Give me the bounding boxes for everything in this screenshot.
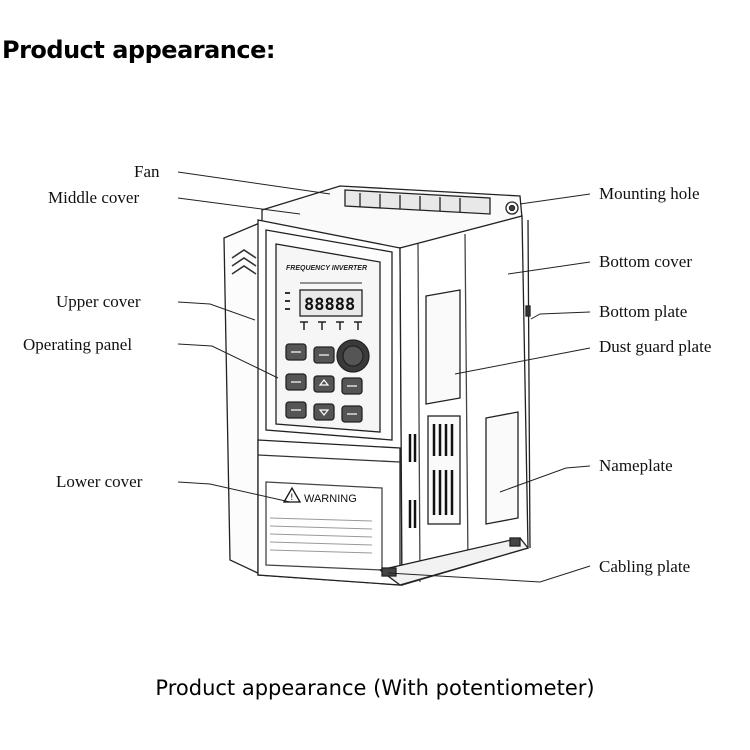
warning-triangle-icon: [282, 486, 302, 503]
label-bottom-cover: Bottom cover: [599, 252, 693, 271]
label-upper-cover: Upper cover: [56, 292, 141, 311]
label-dust-guard-plate: Dust guard plate: [599, 337, 712, 356]
label-fan: Fan: [134, 162, 160, 181]
figure-caption: Product appearance (With potentiometer): [155, 676, 595, 700]
label-operating-panel: Operating panel: [23, 335, 133, 354]
label-cabling-plate: Cabling plate: [599, 557, 691, 576]
led-display: [299, 289, 363, 317]
dust-guard-plate: [425, 289, 461, 405]
label-nameplate: Nameplate: [599, 456, 673, 475]
page-heading: Product appearance:: [2, 36, 275, 64]
left-side-wing: [223, 221, 263, 577]
display-digits: 88888: [304, 295, 355, 315]
label-lower-cover: Lower cover: [56, 472, 143, 491]
leader-lines-left: [177, 171, 331, 503]
leader-lines-right: [387, 193, 591, 583]
nameplate: [485, 411, 519, 525]
label-mounting-hole: Mounting hole: [599, 184, 700, 203]
cabling-plate: [378, 537, 530, 586]
label-bottom-plate: Bottom plate: [599, 302, 688, 321]
fan-grille: [344, 189, 491, 215]
svg-text:!: !: [290, 493, 294, 503]
label-middle-cover: Middle cover: [48, 188, 140, 207]
warning-title: WARNING: [304, 493, 357, 505]
panel-title: FREQUENCY INVERTER: [286, 265, 367, 272]
